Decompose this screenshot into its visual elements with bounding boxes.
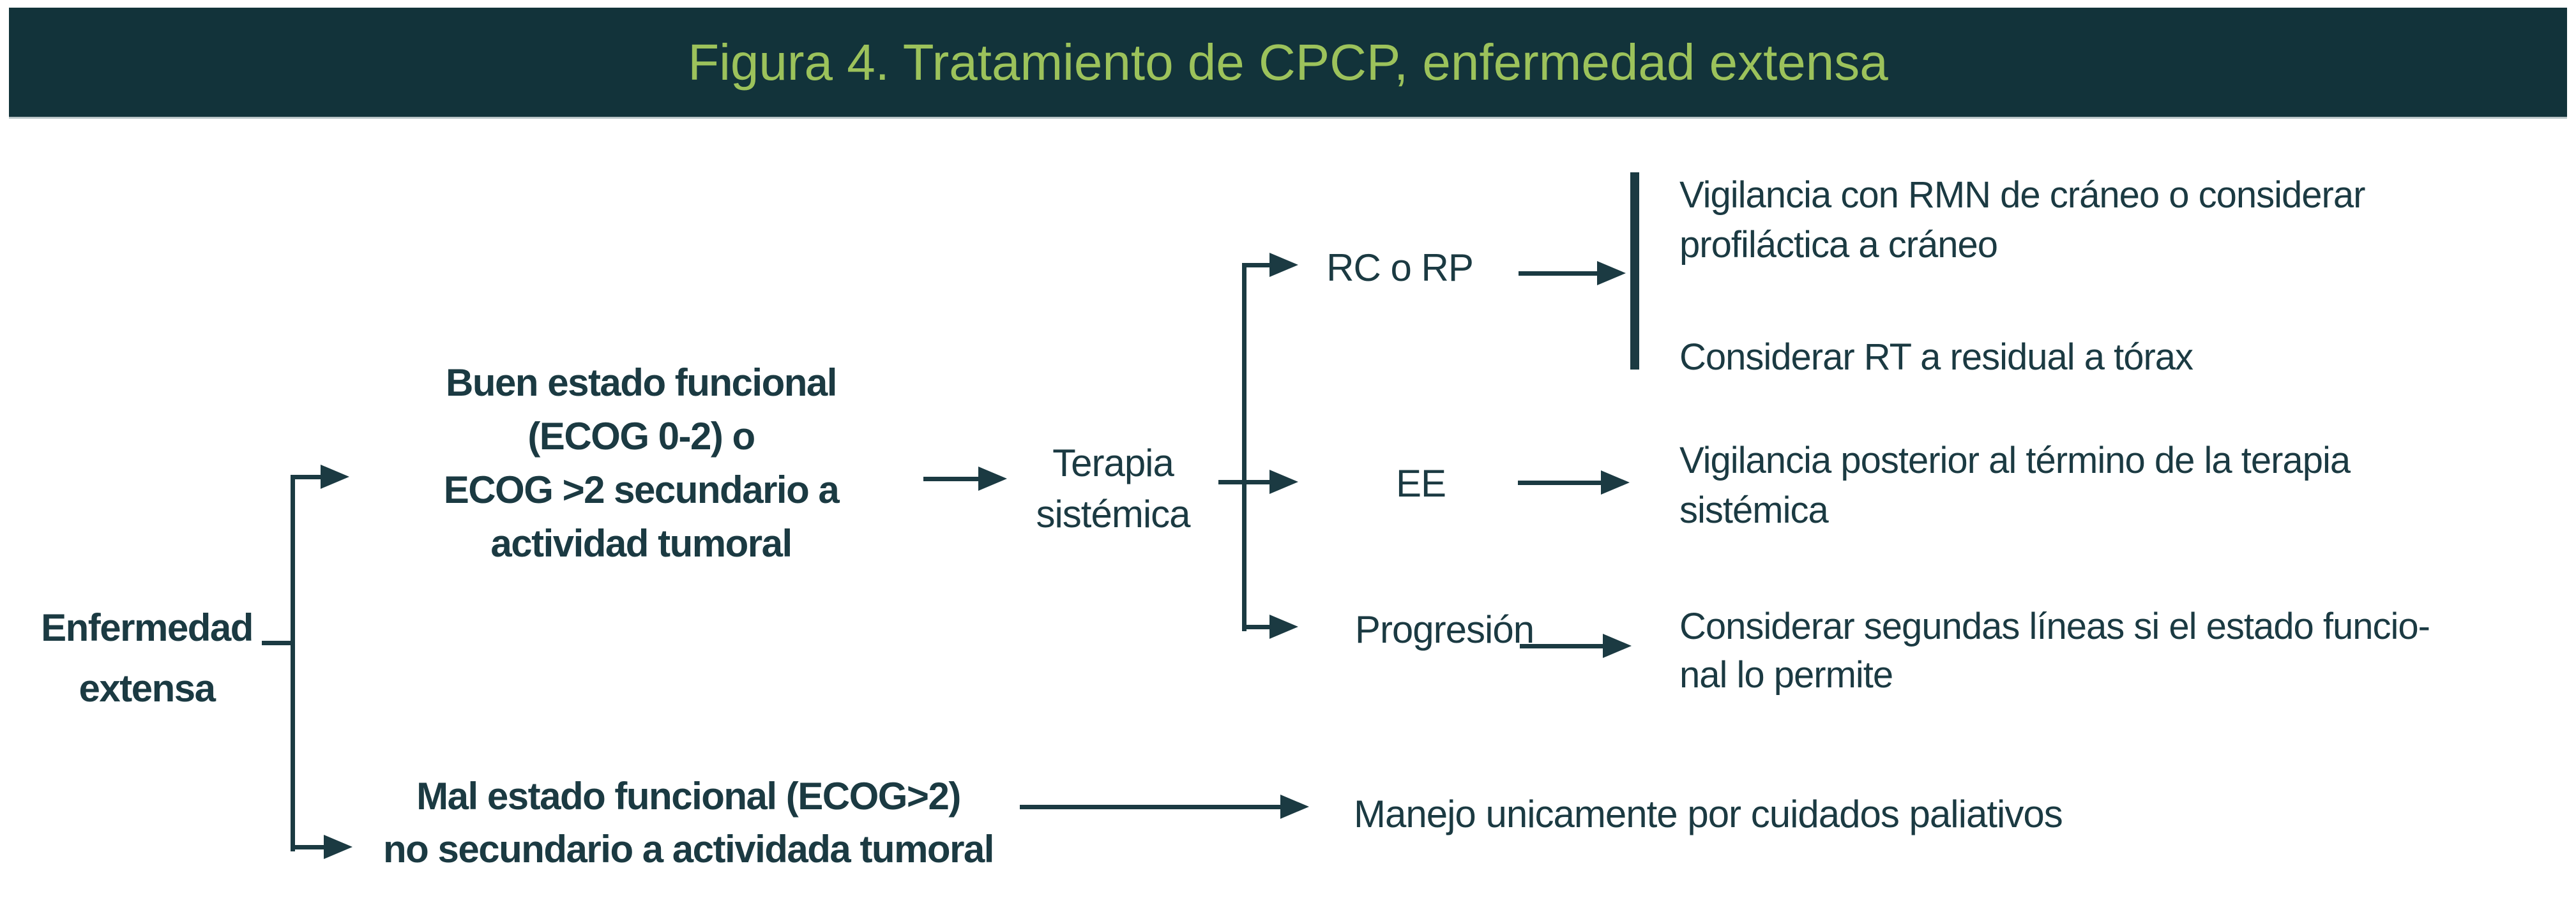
progresion-elbow-line	[1244, 625, 1270, 629]
result-manejo-paliativos: Manejo unicamente por cuidados paliativo…	[1354, 793, 2063, 835]
node-terapia-line1: Terapia	[1052, 442, 1174, 484]
header-bar: Figura 4. Tratamiento de CPCP, enfermeda…	[9, 8, 2567, 117]
node-buen-estado-line4: actividad tumoral	[490, 522, 792, 565]
node-mal-estado-line2: no secundario a actividada tumoral	[383, 828, 994, 871]
arrowhead-icon	[978, 467, 1007, 491]
progresion-result-line	[1520, 644, 1603, 648]
node-terapia-sistemica: Terapia sistémica	[985, 438, 1241, 540]
arrowhead-icon	[1601, 470, 1630, 495]
node-ee: EE	[1395, 462, 1446, 505]
good-to-therapy-line	[923, 477, 979, 481]
poor-to-palliative-line	[1020, 805, 1281, 809]
poor-status-elbow-line	[292, 845, 324, 849]
rc-rp-elbow-line	[1244, 263, 1270, 267]
therapy-branch-connector-line	[1218, 480, 1246, 484]
node-buen-estado-line1: Buen estado funcional	[446, 361, 837, 404]
outcome-branch-line	[1242, 263, 1246, 631]
arrowhead-icon	[1597, 261, 1626, 285]
node-terapia-line2: sistémica	[1036, 493, 1190, 535]
result-rc-rp-line1: Vigilancia con RMN de cráneo o considera…	[1679, 174, 2365, 216]
result-rc-rp-vigilancia: Vigilancia con RMN de cráneo o considera…	[1679, 170, 2365, 270]
node-enfermedad-extensa-line2: extensa	[79, 667, 216, 710]
arrowhead-icon	[1269, 253, 1298, 277]
arrowhead-icon	[1269, 615, 1298, 639]
node-buen-estado-line3: ECOG >2 secundario a	[443, 468, 840, 511]
arrowhead-icon	[1269, 470, 1298, 494]
result-rc-rp-line2: profiláctica a cráneo	[1679, 224, 1998, 266]
node-rc-o-rp: RC o RP	[1326, 246, 1474, 289]
ee-result-line	[1518, 481, 1602, 485]
result-ee-vigilancia: Vigilancia posterior al término de la te…	[1679, 436, 2351, 535]
figure-title: Figura 4. Tratamiento de CPCP, enfermeda…	[688, 33, 1888, 91]
main-branch-line	[291, 475, 295, 851]
result-progresion-line2: nal lo permite	[1679, 654, 1893, 696]
arrowhead-icon	[324, 835, 352, 859]
result-progresion-line1: Considerar segundas líneas si el estado …	[1679, 606, 2430, 647]
arrowhead-icon	[1280, 795, 1309, 819]
good-status-elbow-line	[292, 475, 321, 479]
result-rc-rp-rt-torax: Considerar RT a residual a tórax	[1679, 336, 2193, 378]
node-progresion: Progresión	[1354, 608, 1534, 651]
root-connector-line	[262, 641, 294, 645]
node-mal-estado-line1: Mal estado funcional (ECOG>2)	[416, 775, 961, 818]
arrowhead-icon	[321, 465, 349, 489]
arrowhead-icon	[1603, 634, 1632, 658]
node-mal-estado-funcional: Mal estado funcional (ECOG>2) no secunda…	[356, 770, 1020, 876]
node-enfermedad-extensa-line1: Enfermedad	[41, 606, 254, 649]
node-buen-estado-funcional: Buen estado funcional (ECOG 0-2) o ECOG …	[386, 356, 897, 571]
node-enfermedad-extensa: Enfermedad extensa	[13, 597, 281, 719]
result-ee-line2: sistémica	[1679, 490, 1829, 531]
result-ee-line1: Vigilancia posterior al término de la te…	[1679, 440, 2351, 481]
rc-rp-result-bar	[1630, 172, 1639, 370]
rc-rp-result-line	[1519, 271, 1598, 276]
result-progresion-segundas-lineas: Considerar segundas líneas si el estado …	[1679, 602, 2430, 699]
ee-stub-line	[1246, 480, 1270, 484]
node-buen-estado-line2: (ECOG 0-2) o	[527, 415, 755, 458]
